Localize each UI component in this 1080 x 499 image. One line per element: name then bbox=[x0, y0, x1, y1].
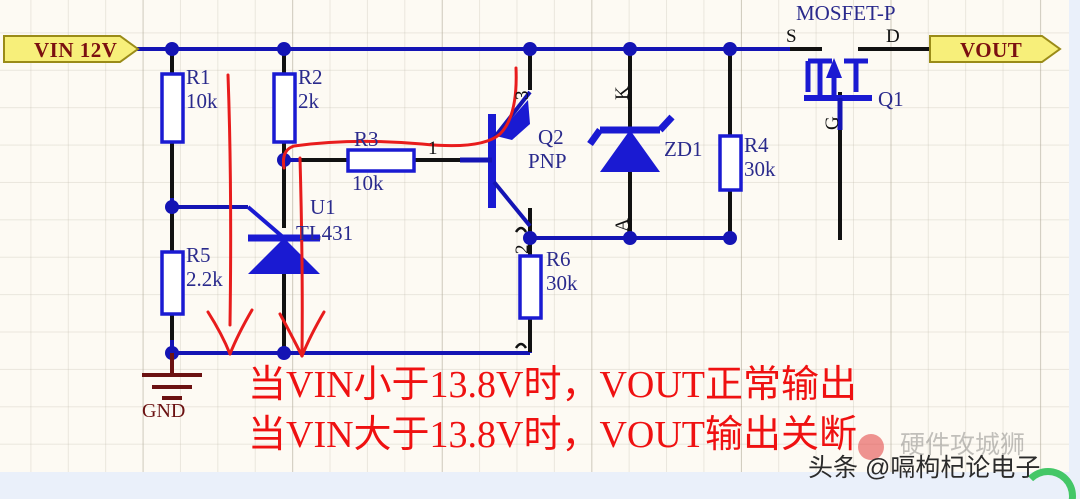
annotation-line-1: 当VIN小于13.8V时，VOUT正常输出 bbox=[248, 364, 858, 406]
annotation-line-2: 当VIN大于13.8V时，VOUT输出关断 bbox=[248, 414, 858, 456]
resistor-body-r5 bbox=[160, 250, 185, 316]
pin-label-zd1-cathode: K bbox=[612, 86, 633, 100]
pen-trace-feedback-path bbox=[282, 66, 518, 170]
junction-dot bbox=[277, 346, 291, 360]
symbol-zener-zd1 bbox=[587, 114, 675, 172]
component-label-zd1-ref: ZD1 bbox=[664, 137, 703, 161]
component-label-r2-ref: R2 bbox=[298, 65, 323, 89]
watermark-logo-icon bbox=[858, 434, 884, 460]
bottom-edge-strip bbox=[0, 472, 1080, 499]
resistor-body-r4 bbox=[718, 134, 743, 192]
wire-hop-mark bbox=[514, 342, 528, 349]
wire-hop-marks bbox=[514, 226, 528, 349]
pen-arrow-head-left-a bbox=[206, 310, 232, 356]
component-label-q2-ref: Q2 bbox=[538, 125, 564, 149]
watermark-background-text: 硬件攻城狮 bbox=[900, 431, 1026, 459]
resistor-bodies bbox=[160, 72, 743, 320]
component-label-r1-value: 10k bbox=[186, 89, 218, 113]
component-label-u1-value: TL431 bbox=[296, 221, 354, 245]
pin-label-mosfet-drain: D bbox=[886, 26, 900, 47]
pen-annotation-layer bbox=[206, 66, 518, 358]
wire-hop-mark bbox=[514, 226, 528, 233]
component-label-r4-ref: R4 bbox=[744, 133, 769, 157]
pin-label-q2-collector: 2 bbox=[512, 244, 533, 255]
junction-dot bbox=[165, 200, 179, 214]
junction-dot bbox=[277, 42, 291, 56]
port-flag-vin[interactable] bbox=[3, 35, 140, 63]
pen-arrow-head-left-b bbox=[228, 308, 254, 356]
port-flag-vout[interactable] bbox=[929, 35, 1062, 63]
junction-dot bbox=[723, 231, 737, 245]
pin-label-zd1-anode: A bbox=[612, 218, 633, 232]
junction-dots bbox=[165, 42, 737, 360]
component-label-r6-ref: R6 bbox=[546, 247, 571, 271]
zd1-triangle bbox=[600, 130, 660, 172]
pin-label-q2-emitter: 3 bbox=[512, 90, 533, 101]
symbol-mosfet-p-q1 bbox=[804, 58, 872, 130]
resistor-body-r3 bbox=[346, 148, 416, 173]
pen-arrow-head-right-b bbox=[300, 310, 326, 358]
tl431-ref-lead bbox=[246, 205, 286, 240]
pen-arrow-head-right-a bbox=[278, 312, 304, 358]
symbol-bjt-pnp-q2 bbox=[460, 90, 532, 228]
junction-dot bbox=[623, 42, 637, 56]
component-label-q2-value: PNP bbox=[528, 149, 567, 173]
component-label-r3-value: 10k bbox=[352, 171, 384, 195]
junction-dot bbox=[523, 231, 537, 245]
q1-body-arrow bbox=[826, 58, 842, 78]
resistor-body-r2 bbox=[272, 72, 297, 144]
pin-label-q2-base: 1 bbox=[428, 138, 438, 159]
zd1-bend-left bbox=[587, 127, 603, 147]
symbol-ground bbox=[142, 353, 202, 400]
port-label-vout: VOUT bbox=[960, 38, 1023, 62]
pen-arrow-shaft-left bbox=[226, 73, 233, 327]
component-label-r3-ref: R3 bbox=[354, 127, 379, 151]
port-label-vin: VIN 12V bbox=[34, 38, 118, 62]
junction-dot bbox=[523, 42, 537, 56]
component-label-r4-value: 30k bbox=[744, 157, 776, 181]
q2-collector-lead bbox=[492, 180, 532, 228]
component-label-q1-part: MOSFET-P bbox=[796, 1, 896, 25]
junction-dot bbox=[623, 231, 637, 245]
component-label-q1-ref: Q1 bbox=[878, 87, 904, 111]
component-label-r5-ref: R5 bbox=[186, 243, 211, 267]
component-label-u1-ref: U1 bbox=[310, 195, 336, 219]
resistor-body-r6 bbox=[518, 254, 543, 320]
component-label-r5-value: 2.2k bbox=[186, 267, 223, 291]
right-edge-strip bbox=[1069, 0, 1080, 472]
resistor-body-r1 bbox=[160, 72, 185, 144]
zd1-bend-right bbox=[657, 114, 675, 133]
component-label-r1-ref: R1 bbox=[186, 65, 211, 89]
component-label-r6-value: 30k bbox=[546, 271, 578, 295]
pin-label-mosfet-gate: G bbox=[822, 116, 843, 130]
pin-label-mosfet-source: S bbox=[786, 26, 797, 47]
green-arc-decoration bbox=[1020, 468, 1076, 499]
junction-dot bbox=[723, 42, 737, 56]
watermark-foreground-text: 头条 @嗝枸杞论电子 bbox=[808, 454, 1041, 482]
ground-label: GND bbox=[142, 400, 186, 422]
junction-dot bbox=[165, 42, 179, 56]
component-label-r2-value: 2k bbox=[298, 89, 319, 113]
pen-arrow-shaft-right bbox=[298, 156, 304, 356]
